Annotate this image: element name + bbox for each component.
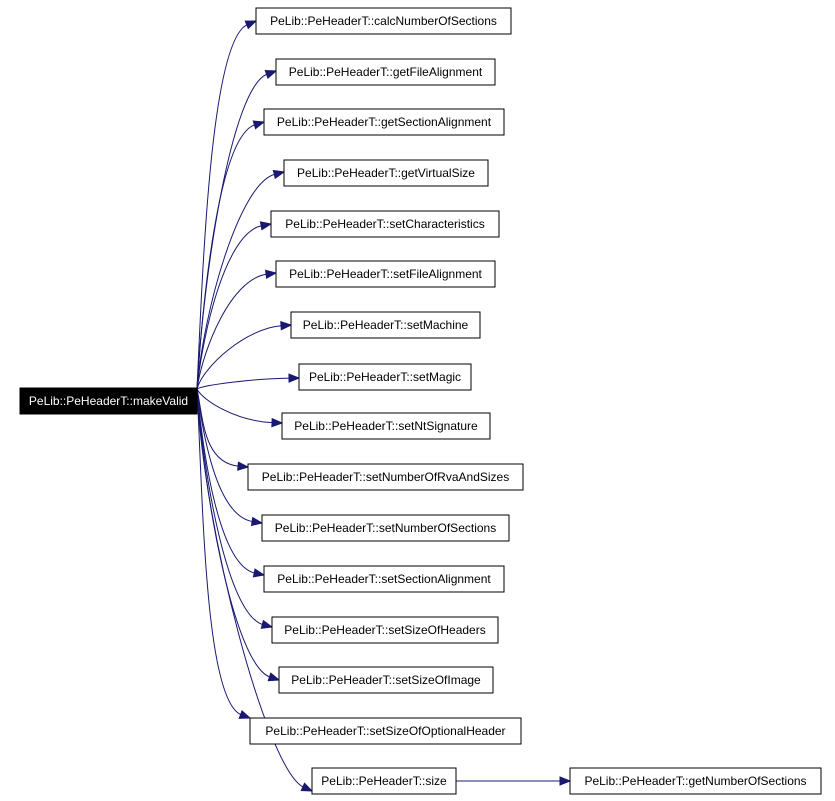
node-label: PeLib::PeHeaderT::setSectionAlignment bbox=[277, 572, 491, 586]
node-box bbox=[247, 463, 524, 491]
node-box bbox=[283, 159, 489, 187]
node-set-magic[interactable]: PeLib::PeHeaderT::setMagic bbox=[298, 363, 472, 391]
node-label: PeLib::PeHeaderT::setNtSignature bbox=[294, 419, 478, 433]
node-set-number-of-rva-and-sizes[interactable]: PeLib::PeHeaderT::setNumberOfRvaAndSizes bbox=[247, 463, 524, 491]
node-get-virtual-size[interactable]: PeLib::PeHeaderT::getVirtualSize bbox=[283, 159, 489, 187]
node-box bbox=[290, 311, 481, 339]
node-get-number-of-sections[interactable]: PeLib::PeHeaderT::getNumberOfSections bbox=[569, 767, 822, 795]
node-label: PeLib::PeHeaderT::setSizeOfHeaders bbox=[284, 623, 485, 637]
node-box bbox=[298, 363, 472, 391]
node-label: PeLib::PeHeaderT::size bbox=[321, 774, 447, 788]
edge-arrowhead bbox=[271, 417, 284, 428]
node-set-characteristics[interactable]: PeLib::PeHeaderT::setCharacteristics bbox=[270, 210, 500, 238]
node-label: PeLib::PeHeaderT::setSizeOfOptionalHeade… bbox=[265, 724, 505, 738]
node-set-size-of-optional-header[interactable]: PeLib::PeHeaderT::setSizeOfOptionalHeade… bbox=[249, 717, 522, 745]
edge-makevalid-to-15 bbox=[196, 388, 242, 716]
edge-arrowhead bbox=[267, 672, 281, 682]
node-box bbox=[278, 666, 494, 694]
node-box bbox=[249, 717, 522, 745]
node-label: PeLib::PeHeaderT::getFileAlignment bbox=[289, 65, 483, 79]
node-box bbox=[263, 565, 505, 593]
edge-makevalid-to-14 bbox=[196, 388, 271, 678]
edge-arrowhead bbox=[264, 70, 278, 79]
node-box bbox=[275, 260, 496, 288]
node-set-nt-signature[interactable]: PeLib::PeHeaderT::setNtSignature bbox=[281, 412, 491, 440]
edge-arrowhead bbox=[250, 516, 264, 527]
node-box bbox=[281, 412, 491, 440]
node-box bbox=[569, 767, 822, 795]
node-label: PeLib::PeHeaderT::setMachine bbox=[303, 318, 469, 332]
node-box bbox=[19, 387, 198, 415]
edge-makevalid-to-1 bbox=[196, 23, 248, 390]
edges-layer bbox=[196, 20, 572, 792]
edge-arrowhead bbox=[252, 568, 266, 578]
edge-arrowhead bbox=[559, 776, 572, 786]
edge-makevalid-to-11 bbox=[196, 388, 254, 523]
node-label: PeLib::PeHeaderT::getSectionAlignment bbox=[277, 115, 492, 129]
node-label: PeLib::PeHeaderT::getVirtualSize bbox=[297, 166, 475, 180]
node-make-valid[interactable]: PeLib::PeHeaderT::makeValid bbox=[19, 387, 198, 415]
node-box bbox=[261, 514, 510, 542]
edge-makevalid-to-10 bbox=[196, 388, 240, 467]
edge-arrowhead bbox=[300, 782, 314, 792]
node-box bbox=[311, 767, 457, 795]
edge-arrowhead bbox=[252, 120, 266, 130]
node-label: PeLib::PeHeaderT::calcNumberOfSections bbox=[270, 14, 497, 28]
node-set-size-of-image[interactable]: PeLib::PeHeaderT::setSizeOfImage bbox=[278, 666, 494, 694]
edge-arrowhead bbox=[280, 321, 293, 331]
node-set-size-of-headers[interactable]: PeLib::PeHeaderT::setSizeOfHeaders bbox=[271, 616, 499, 644]
edge-arrowhead bbox=[259, 221, 273, 231]
node-label: PeLib::PeHeaderT::setSizeOfImage bbox=[291, 673, 481, 687]
node-set-number-of-sections[interactable]: PeLib::PeHeaderT::setNumberOfSections bbox=[261, 514, 510, 542]
edge-arrowhead bbox=[260, 619, 274, 629]
edge-arrowhead bbox=[264, 269, 278, 280]
node-set-file-alignment[interactable]: PeLib::PeHeaderT::setFileAlignment bbox=[275, 260, 496, 288]
edge-makevalid-to-16 bbox=[196, 388, 304, 788]
node-get-section-alignment[interactable]: PeLib::PeHeaderT::getSectionAlignment bbox=[263, 108, 505, 136]
node-box bbox=[270, 210, 500, 238]
node-set-section-alignment[interactable]: PeLib::PeHeaderT::setSectionAlignment bbox=[263, 565, 505, 593]
node-calc-number-of-sections[interactable]: PeLib::PeHeaderT::calcNumberOfSections bbox=[255, 7, 512, 35]
node-label: PeLib::PeHeaderT::setFileAlignment bbox=[289, 267, 482, 281]
node-box bbox=[263, 108, 505, 136]
edge-arrowhead bbox=[272, 169, 286, 180]
edge-makevalid-to-13 bbox=[196, 388, 264, 626]
edge-makevalid-to-6 bbox=[196, 273, 268, 390]
node-label: PeLib::PeHeaderT::getNumberOfSections bbox=[584, 774, 806, 788]
node-box bbox=[271, 616, 499, 644]
edge-makevalid-to-5 bbox=[196, 225, 263, 390]
node-label: PeLib::PeHeaderT::setNumberOfRvaAndSizes bbox=[262, 470, 509, 484]
edge-makevalid-to-9 bbox=[196, 388, 274, 424]
edge-arrowhead bbox=[238, 709, 252, 719]
node-label: PeLib::PeHeaderT::setNumberOfSections bbox=[275, 521, 496, 535]
nodes-layer: PeLib::PeHeaderT::makeValid PeLib::PeHea… bbox=[19, 7, 822, 795]
node-label: PeLib::PeHeaderT::makeValid bbox=[29, 394, 188, 408]
edge-makevalid-to-12 bbox=[196, 388, 256, 574]
node-box bbox=[255, 7, 512, 35]
node-label: PeLib::PeHeaderT::setCharacteristics bbox=[285, 217, 484, 231]
node-box bbox=[275, 58, 496, 86]
edge-makevalid-to-7 bbox=[196, 325, 283, 390]
node-get-file-alignment[interactable]: PeLib::PeHeaderT::getFileAlignment bbox=[275, 58, 496, 86]
node-size[interactable]: PeLib::PeHeaderT::size bbox=[311, 767, 457, 795]
edge-makevalid-to-4 bbox=[196, 173, 276, 390]
edge-arrowhead bbox=[244, 20, 258, 30]
edge-arrowhead bbox=[288, 373, 301, 383]
edge-makevalid-to-8 bbox=[196, 377, 291, 390]
edge-arrowhead bbox=[237, 461, 250, 471]
edge-makevalid-to-3 bbox=[196, 124, 256, 390]
node-label: PeLib::PeHeaderT::setMagic bbox=[309, 370, 461, 384]
node-set-machine[interactable]: PeLib::PeHeaderT::setMachine bbox=[290, 311, 481, 339]
